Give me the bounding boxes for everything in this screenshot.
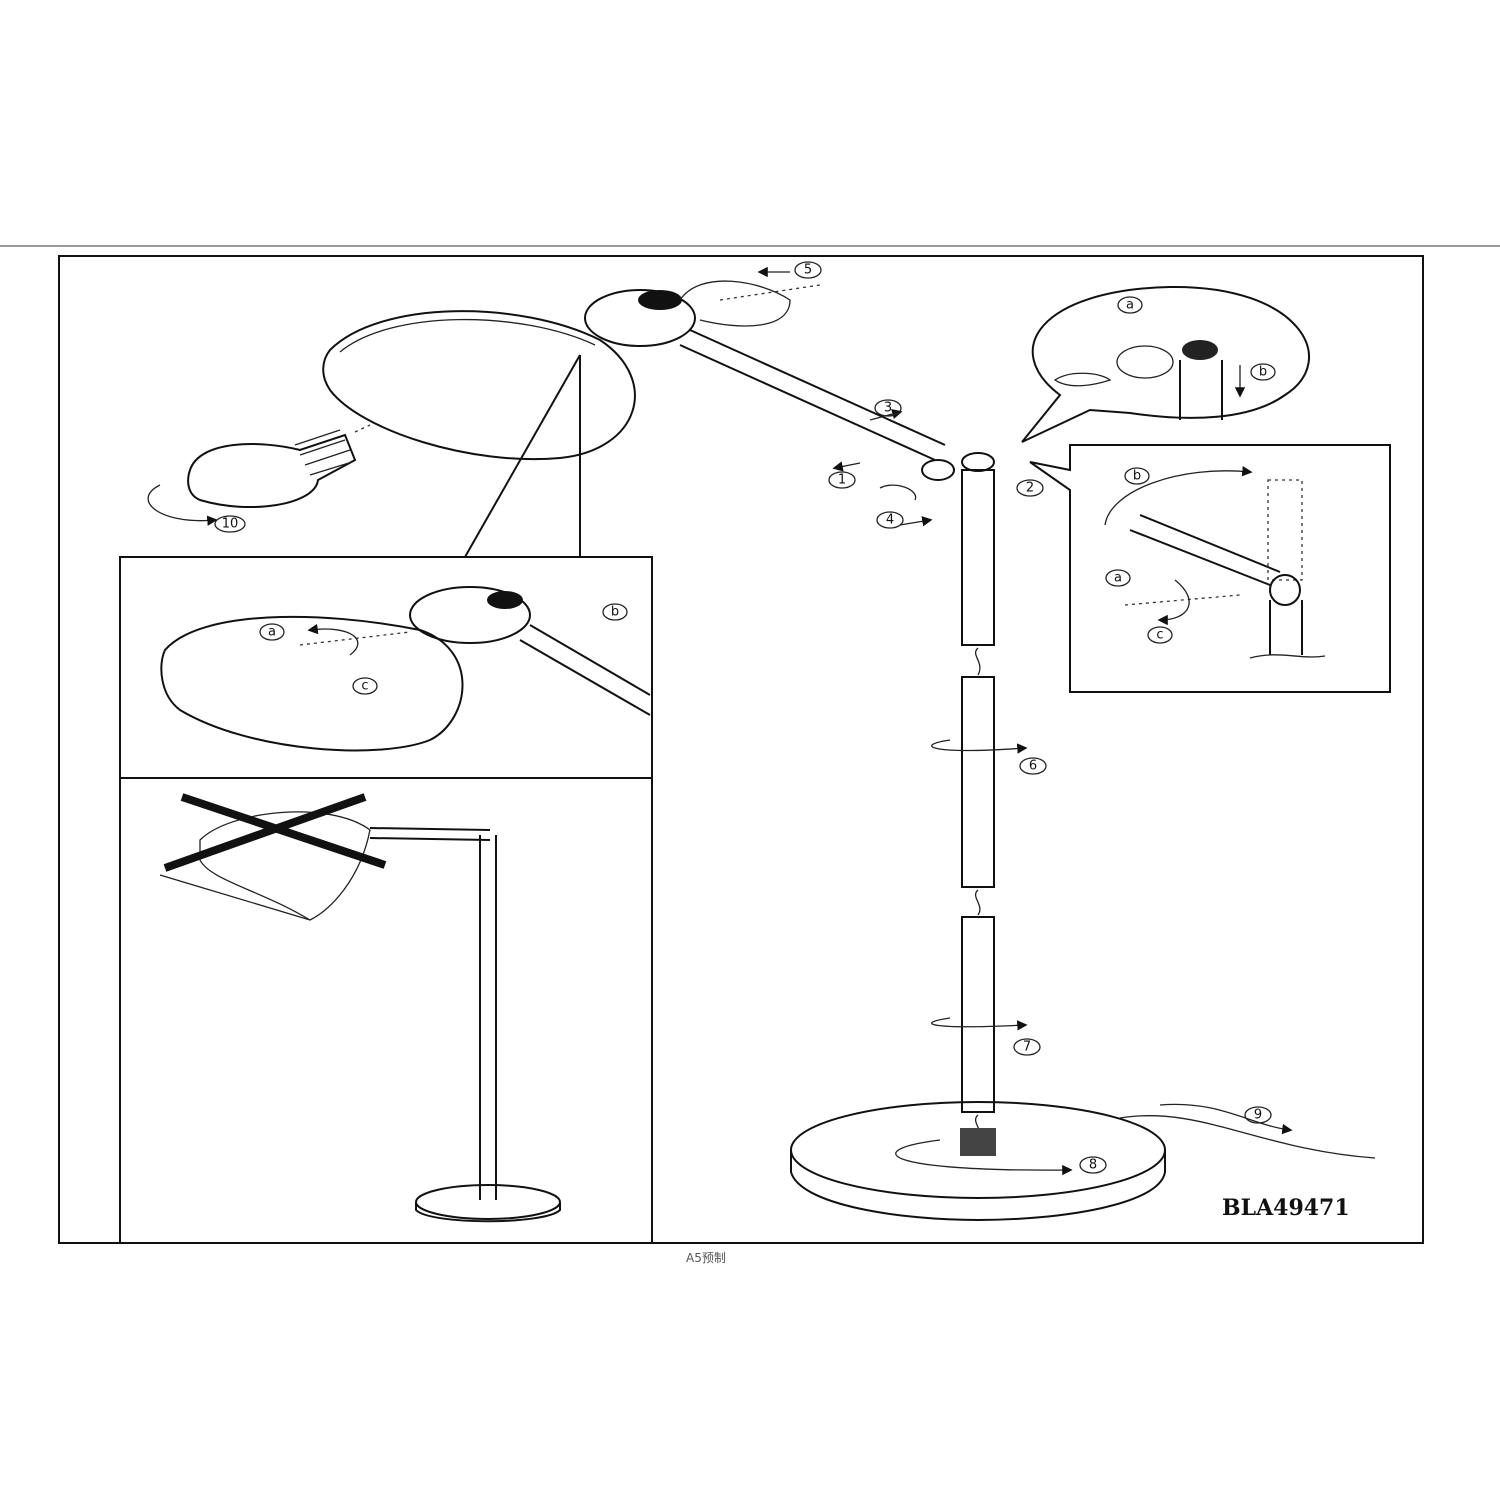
detail-box-hinge xyxy=(1029,444,1391,693)
svg-text:b: b xyxy=(1133,469,1141,484)
svg-text:9: 9 xyxy=(1254,1108,1262,1123)
svg-text:b: b xyxy=(1259,365,1267,380)
detail-callout-ellipse xyxy=(1021,285,1310,443)
svg-text:a: a xyxy=(1114,571,1122,586)
svg-text:3: 3 xyxy=(884,401,892,416)
pole-bottom xyxy=(961,916,995,1113)
wing-knob xyxy=(879,484,917,501)
sub-label-b: b xyxy=(1250,363,1276,381)
sub-label-a: a xyxy=(1117,296,1143,314)
detail-panel-shade xyxy=(119,354,653,779)
cable xyxy=(974,889,981,916)
step-label-6: 6 xyxy=(1019,757,1047,775)
svg-text:a: a xyxy=(1126,298,1134,313)
sub-label-b: b xyxy=(602,603,628,621)
step-label-1: 1 xyxy=(828,471,856,489)
step-label-2: 2 xyxy=(1016,479,1044,497)
page-frame xyxy=(58,255,1424,1244)
model-code: BLA49471 xyxy=(1222,1195,1350,1221)
step-label-5: 5 xyxy=(794,261,822,279)
sub-label-b: b xyxy=(1124,467,1150,485)
svg-text:4: 4 xyxy=(886,513,894,528)
svg-text:6: 6 xyxy=(1029,759,1037,774)
sub-label-c: c xyxy=(352,677,378,695)
footer-text: A5预制 xyxy=(686,1251,726,1265)
step-label-7: 7 xyxy=(1013,1038,1041,1056)
svg-text:c: c xyxy=(1156,628,1163,643)
svg-text:7: 7 xyxy=(1023,1040,1031,1055)
step-label-9: 9 xyxy=(1244,1106,1272,1124)
step-label-8: 8 xyxy=(1079,1156,1107,1174)
svg-text:8: 8 xyxy=(1089,1158,1097,1173)
pole-top xyxy=(961,452,995,646)
rotate-arrow-8 xyxy=(895,1139,1073,1176)
wrong-usage-panel xyxy=(119,777,653,1244)
step-label-4: 4 xyxy=(876,511,904,529)
rotate-arrow-10 xyxy=(147,484,218,526)
svg-text:2: 2 xyxy=(1026,481,1034,496)
arrow-4 xyxy=(899,516,933,527)
arrow-1 xyxy=(832,461,861,472)
power-cord xyxy=(1119,1115,1376,1159)
svg-text:b: b xyxy=(611,605,619,620)
rotate-arrow-7 xyxy=(931,1017,1028,1031)
sub-label-a: a xyxy=(1105,569,1131,587)
svg-text:c: c xyxy=(361,679,368,694)
svg-text:10: 10 xyxy=(222,517,239,532)
svg-text:1: 1 xyxy=(838,473,846,488)
svg-text:a: a xyxy=(268,625,276,640)
light-bulb xyxy=(187,424,371,509)
lamp-arm xyxy=(679,329,955,481)
step-label-3: 3 xyxy=(874,399,902,417)
lamp-shade xyxy=(322,310,636,461)
cable xyxy=(974,647,981,676)
rotate-arrow-6 xyxy=(931,739,1028,754)
pole-middle xyxy=(961,676,995,888)
step-label-10: 10 xyxy=(214,515,246,533)
svg-text:5: 5 xyxy=(804,263,812,278)
head-bracket xyxy=(584,280,821,347)
arrow-9 xyxy=(1159,1103,1293,1135)
lamp-base xyxy=(790,1101,1166,1222)
sub-label-c: c xyxy=(1147,626,1173,644)
sub-label-a: a xyxy=(259,623,285,641)
